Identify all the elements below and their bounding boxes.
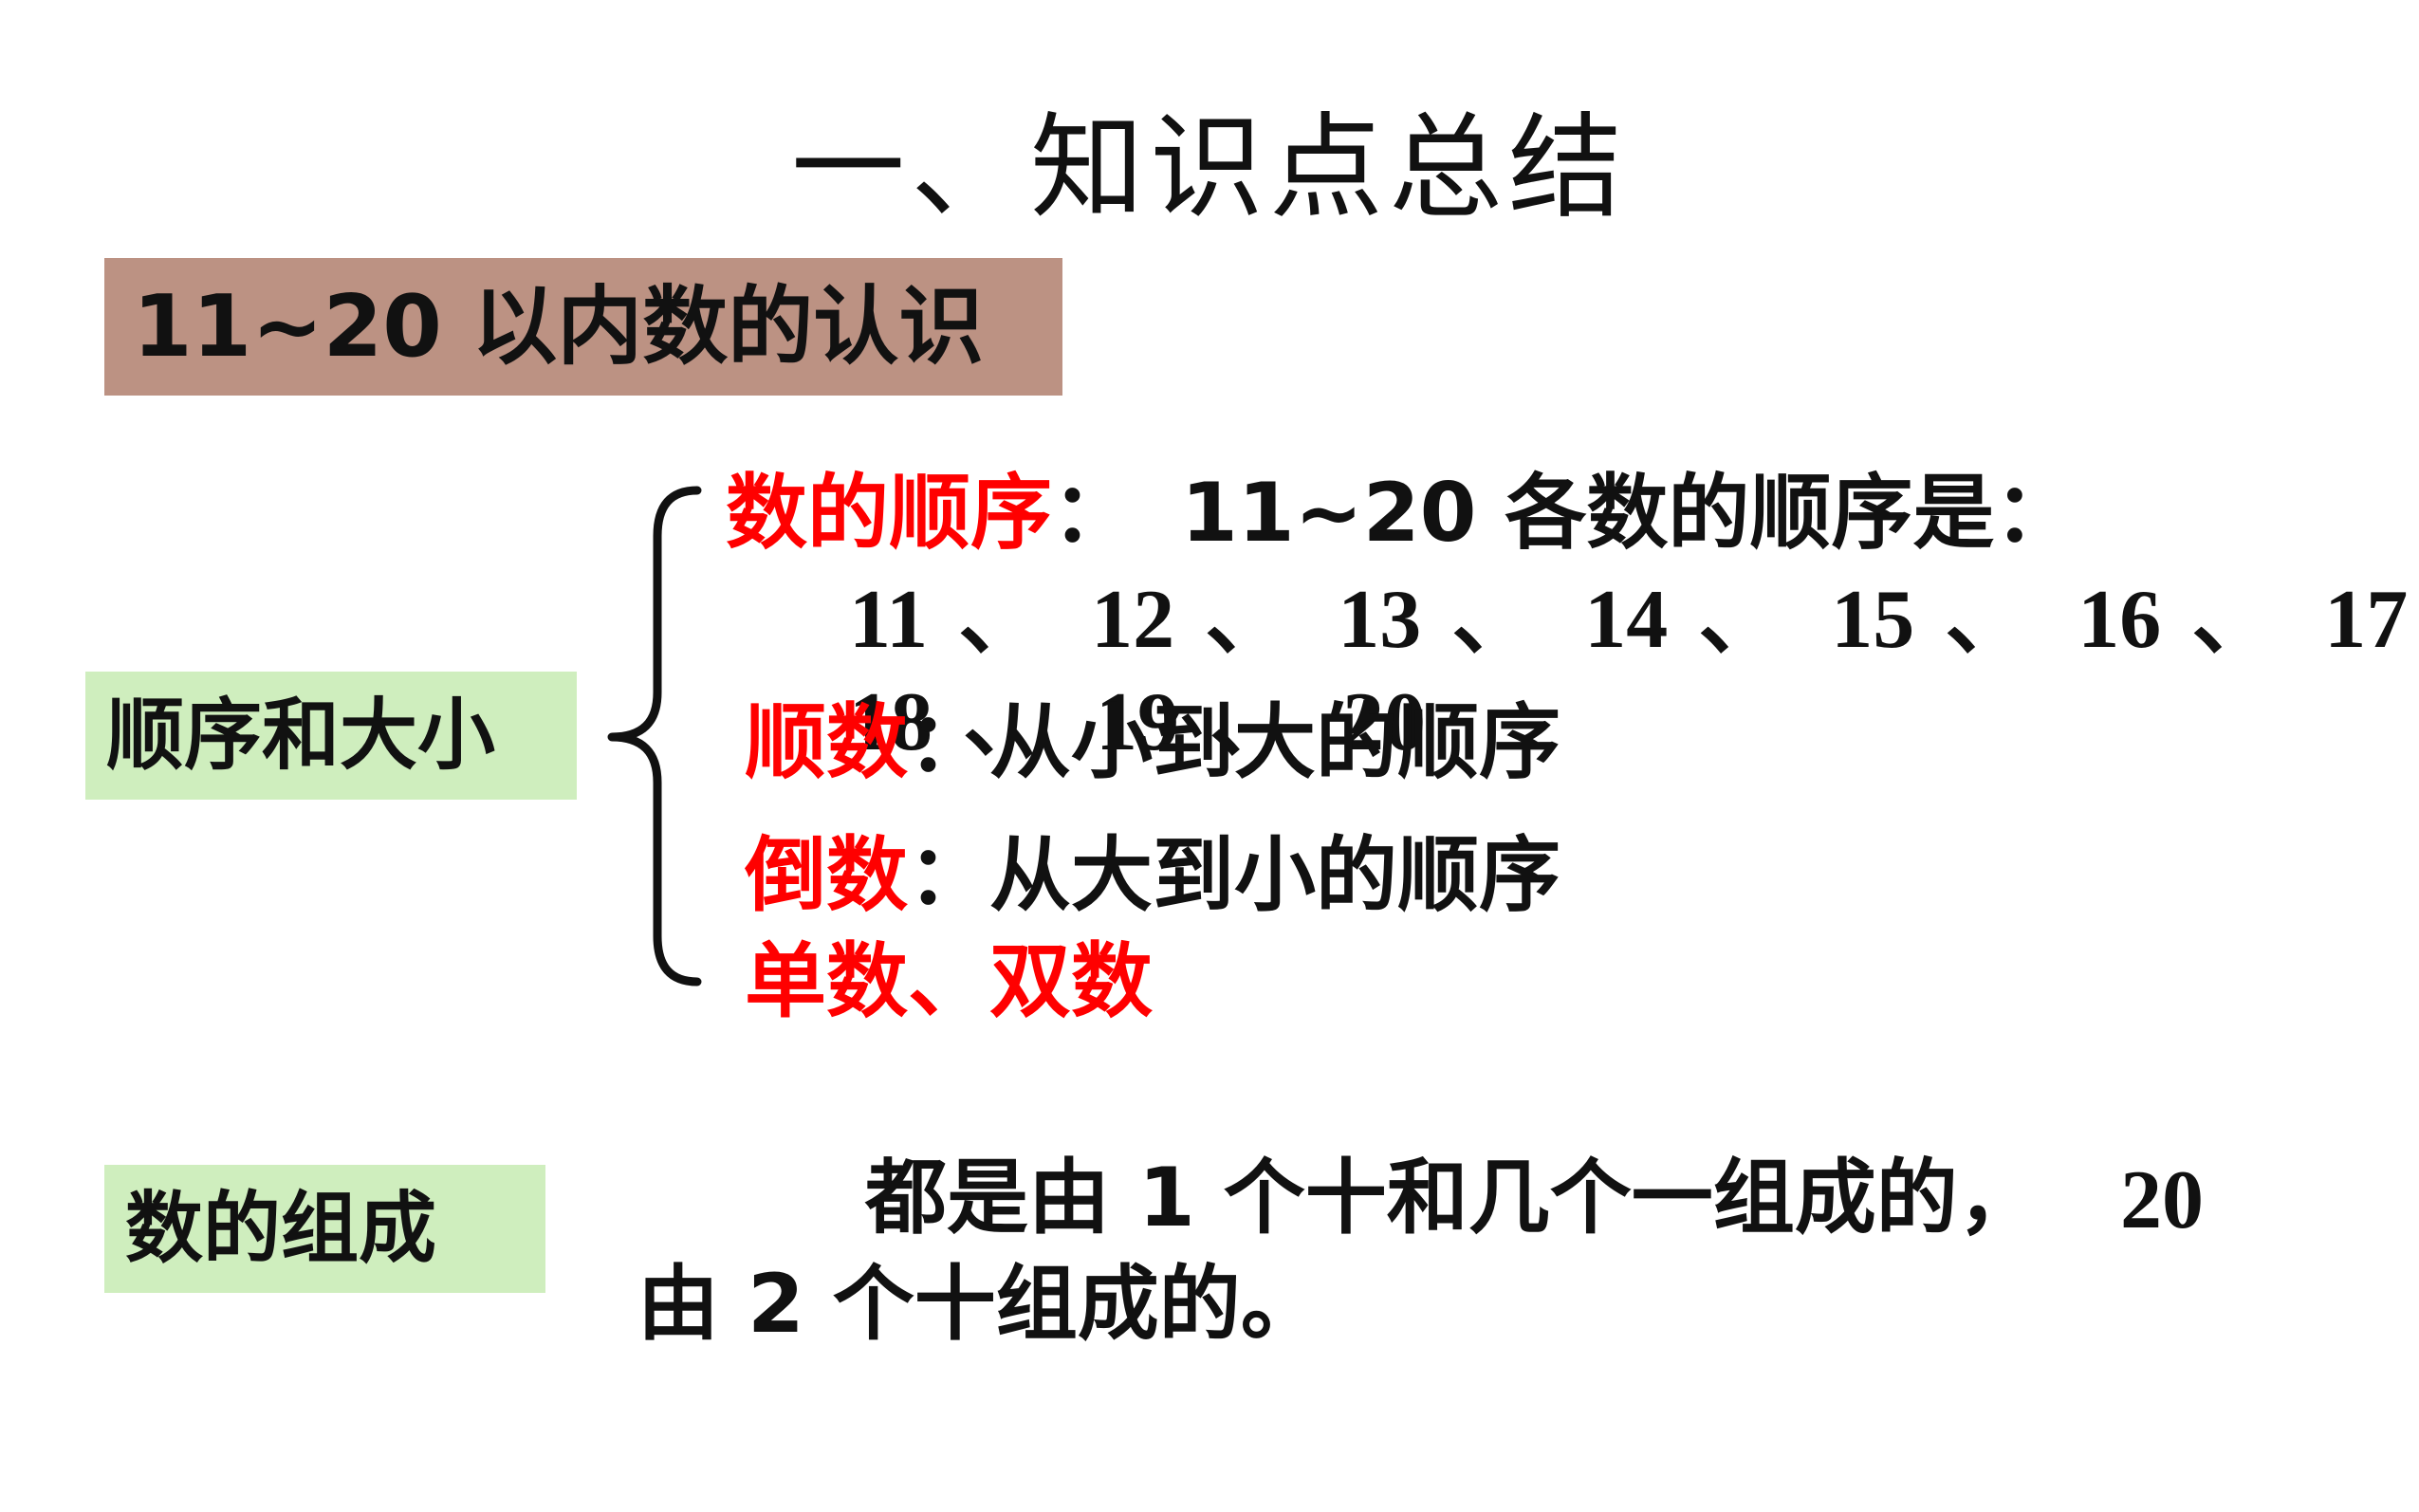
counting-up-term: 顺数 (745, 695, 908, 790)
counting-up-text: 从小到大的顺序 (989, 695, 1560, 790)
number-separator: 、 (1205, 574, 1289, 666)
number-17: 17 (2324, 574, 2409, 666)
odd-even-line: 单数、双数 (745, 934, 1153, 1029)
number-11: 11 (849, 574, 929, 666)
number-separator: 、 (1945, 574, 2029, 666)
number-13: 13 (1338, 574, 1422, 666)
number-14: 14 (1584, 574, 1669, 666)
counting-down-term: 倒数 (745, 828, 908, 923)
counting-up-line: 顺数：从小到大的顺序 (745, 702, 1560, 784)
curly-brace-path (607, 486, 702, 986)
number-separator: 、 (963, 676, 1047, 768)
composition-text-1: 都是由 1 个十和几个一组成的， (865, 1151, 2040, 1245)
order-size-label: 顺序和大小 (106, 690, 496, 781)
section-label: 11~20 以内数的认识 (133, 276, 985, 377)
sequence-text: 11~20 各数的顺序是： (1181, 466, 2077, 561)
curly-brace (607, 486, 702, 986)
sequence-colon: ： (1052, 466, 1134, 561)
counting-down-colon: ： (908, 828, 989, 923)
number-19: 19 (1096, 676, 1180, 768)
numbers-row-2: 18 、 19 、 20 (849, 681, 1426, 765)
section-header: 11~20 以内数的认识 (104, 258, 1062, 396)
counting-up-colon: ： (908, 695, 989, 790)
order-size-label-box: 顺序和大小 (85, 672, 577, 800)
number-separator: 、 (1698, 574, 1782, 666)
sequence-term: 数的顺序 (726, 466, 1052, 561)
number-15: 15 (1831, 574, 1915, 666)
number-16: 16 (2077, 574, 2162, 666)
composition-text-2: 由 2 个十组成的。 (637, 1257, 1322, 1352)
number-separator: 、 (1451, 574, 1536, 666)
sequence-line: 数的顺序：11~20 各数的顺序是： (726, 472, 2076, 554)
number-20: 20 (1342, 676, 1427, 768)
counting-down-line: 倒数：从大到小的顺序 (745, 835, 1560, 916)
page-title: 一、知识点总结 (791, 102, 1628, 234)
numbers-row-1: 11 、 12 、 13 、 14 、 15 、 16 、 17 、 (849, 579, 2419, 662)
number-separator: 、 (2191, 574, 2276, 666)
number-12: 12 (1091, 574, 1175, 666)
composition-line-1: 都是由 1 个十和几个一组成的， (865, 1157, 2040, 1239)
composition-label: 数的组成 (125, 1183, 437, 1274)
counting-down-text: 从大到小的顺序 (989, 828, 1560, 923)
number-separator: 、 (1210, 676, 1294, 768)
number-separator: 、 (958, 574, 1043, 666)
composition-label-box: 数的组成 (104, 1165, 545, 1293)
composition-line-1-end: 20 (2120, 1154, 2204, 1246)
number-18: 18 (849, 676, 933, 768)
composition-line-2: 由 2 个十组成的。 (637, 1263, 1322, 1345)
